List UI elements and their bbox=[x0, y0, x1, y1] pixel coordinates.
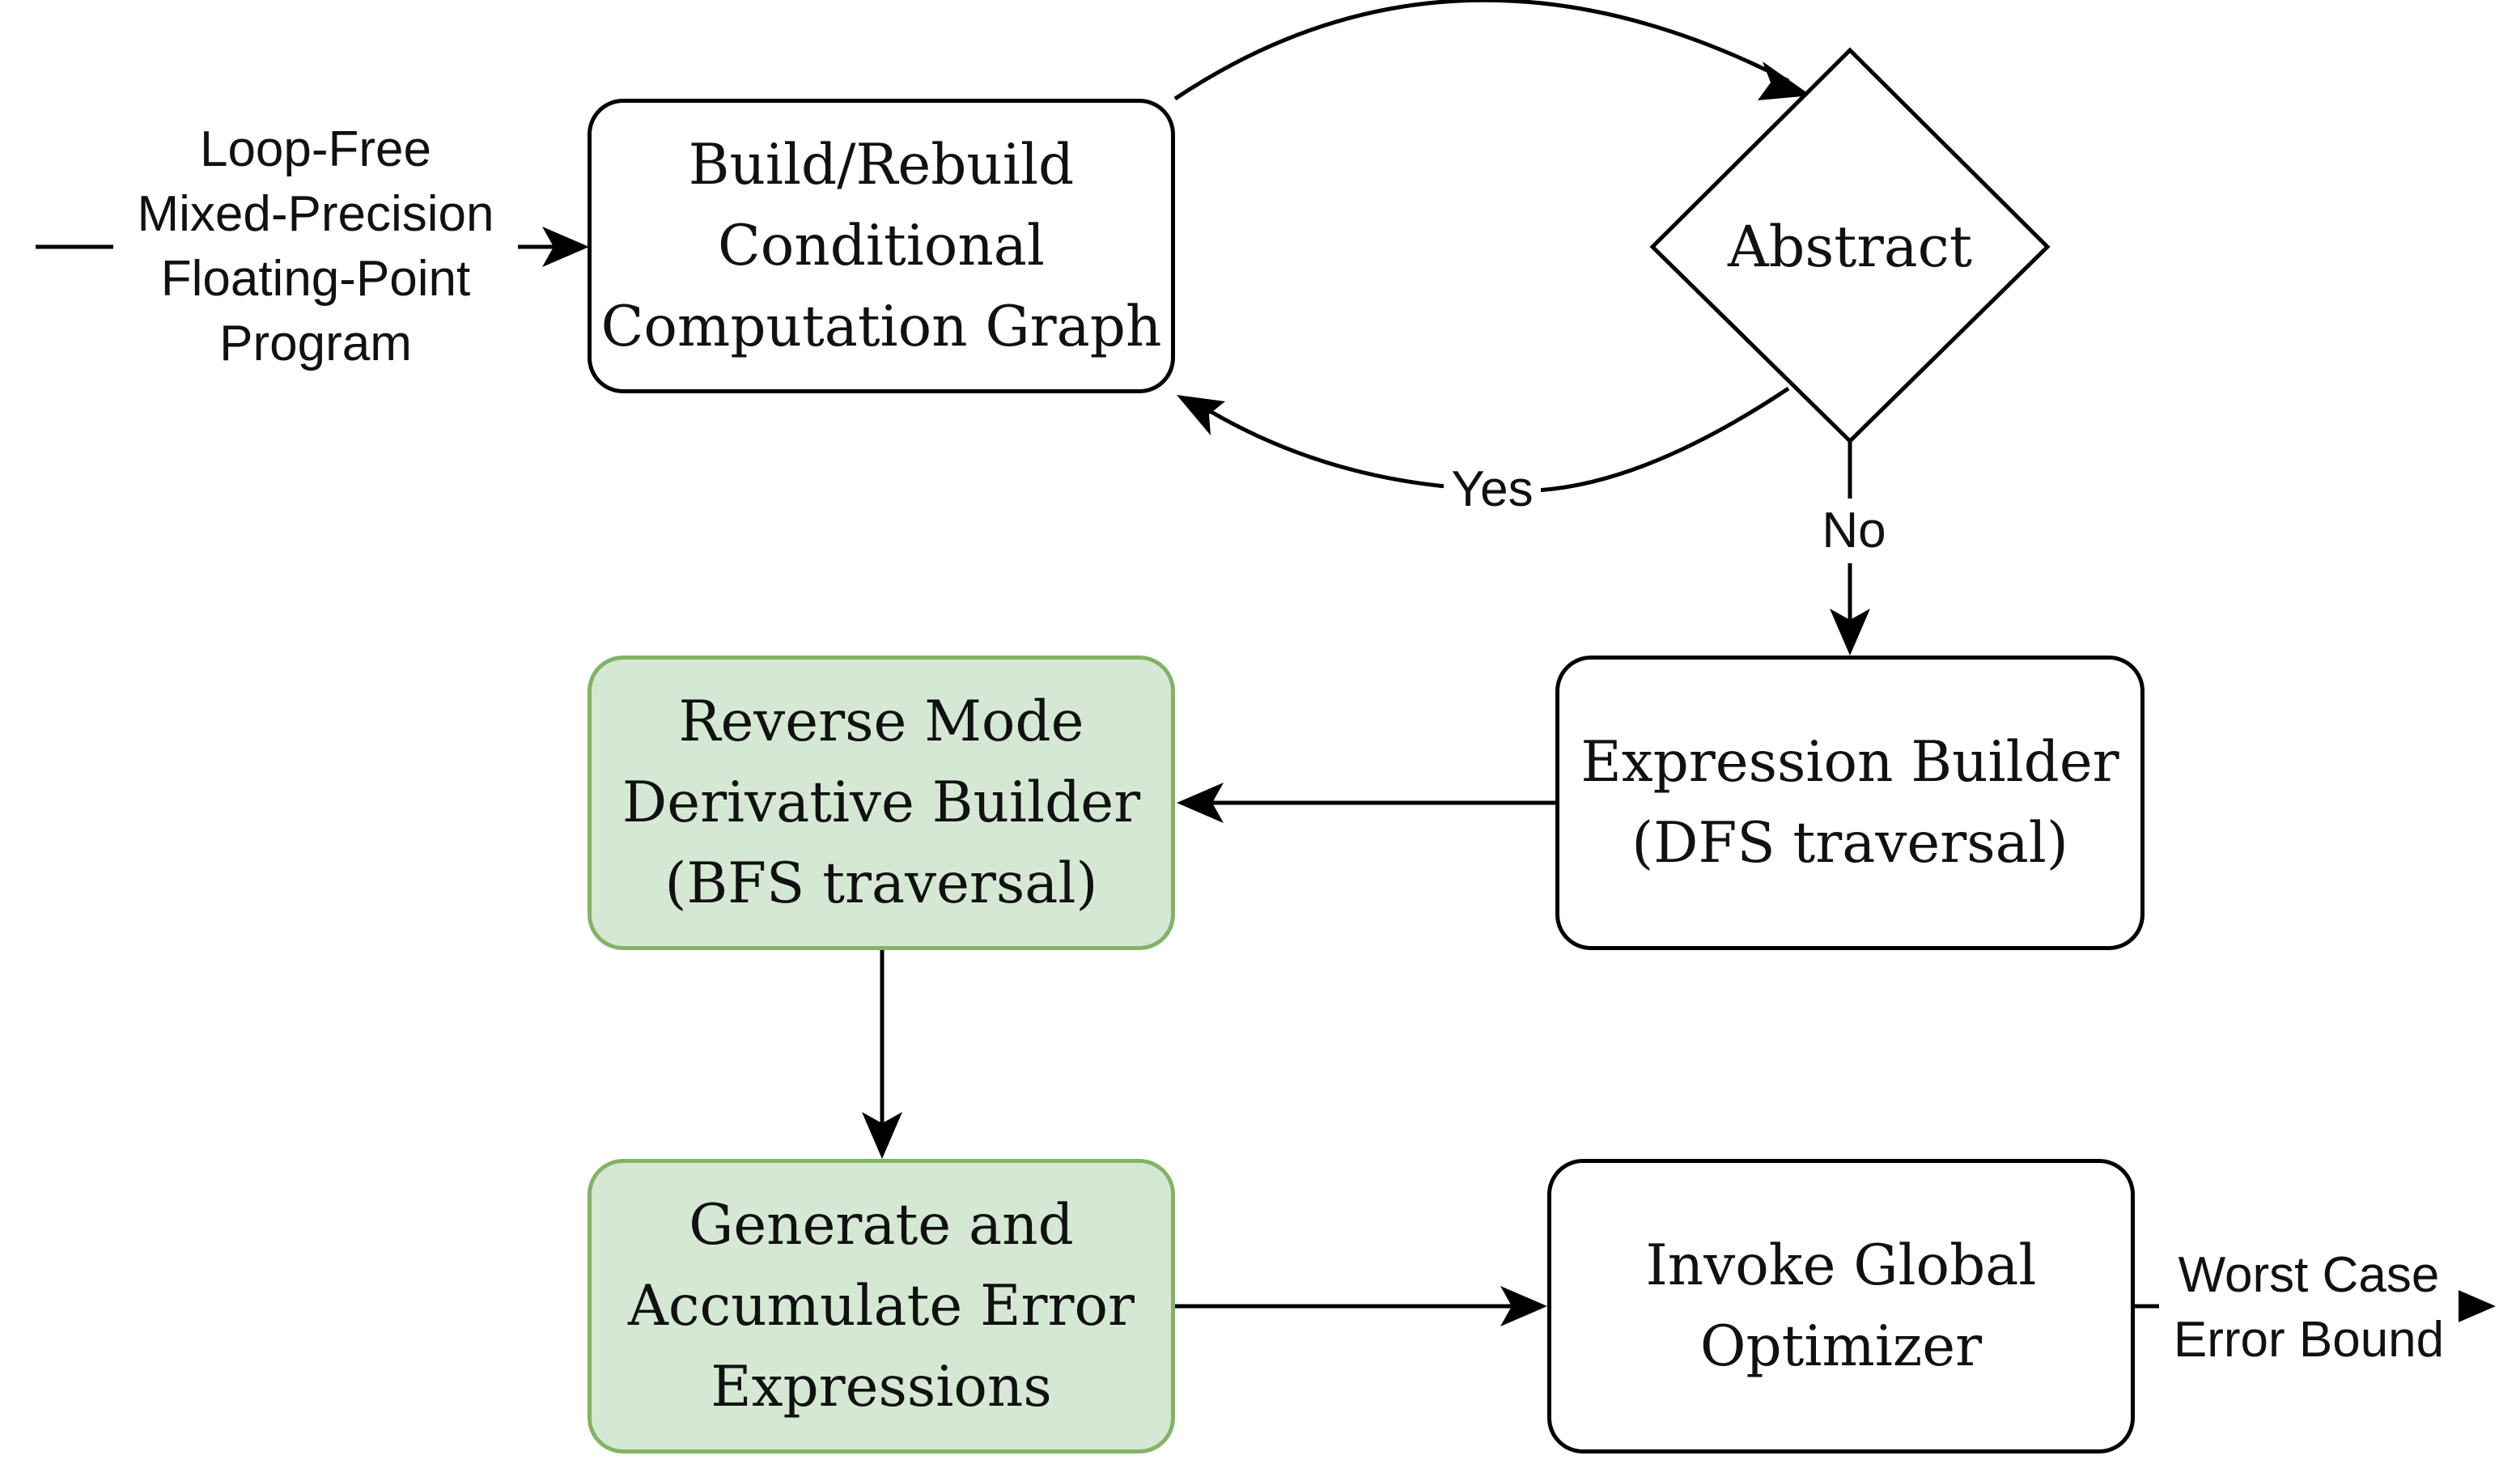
global-optimizer-label: Invoke Global Optimizer bbox=[1645, 1233, 2037, 1379]
expression-builder-node: Expression Builder (DFS traversal) bbox=[1555, 656, 2145, 950]
build-graph-node: Build/Rebuild Conditional Computation Gr… bbox=[588, 99, 1175, 393]
no-label: No bbox=[1809, 499, 1898, 563]
abstract-diamond-shape bbox=[1649, 47, 2051, 444]
abstract-decision-label: Abstract bbox=[1728, 214, 1972, 280]
yes-label: Yes bbox=[1444, 457, 1541, 522]
global-optimizer-node: Invoke Global Optimizer bbox=[1547, 1159, 2135, 1453]
generate-errors-label: Generate and Accumulate Error Expression… bbox=[628, 1193, 1135, 1419]
reverse-mode-node: Reverse Mode Derivative Builder (BFS tra… bbox=[588, 656, 1175, 950]
arrowhead-generate bbox=[862, 1112, 902, 1159]
generate-errors-node: Generate and Accumulate Error Expression… bbox=[588, 1159, 1175, 1453]
arrowhead-output bbox=[2449, 1286, 2496, 1326]
arrowhead-input bbox=[542, 227, 589, 267]
arrowhead-reverse bbox=[1177, 783, 1224, 823]
arrowhead-expression bbox=[1830, 609, 1870, 656]
expression-builder-label: Expression Builder (DFS traversal) bbox=[1580, 730, 2119, 876]
arrowhead-abstract bbox=[1758, 62, 1811, 100]
arrowhead-build bbox=[1177, 395, 1225, 435]
arrowhead-optimizer bbox=[1500, 1286, 1547, 1326]
input-program-label: Loop-Free Mixed-Precision Floating-Point… bbox=[113, 117, 518, 376]
output-bound-label: Worst Case Error Bound bbox=[2159, 1243, 2458, 1373]
reverse-mode-label: Reverse Mode Derivative Builder (BFS tra… bbox=[622, 690, 1141, 916]
build-graph-label: Build/Rebuild Conditional Computation Gr… bbox=[600, 133, 1162, 359]
edge-build-to-abstract bbox=[1173, 0, 1790, 101]
